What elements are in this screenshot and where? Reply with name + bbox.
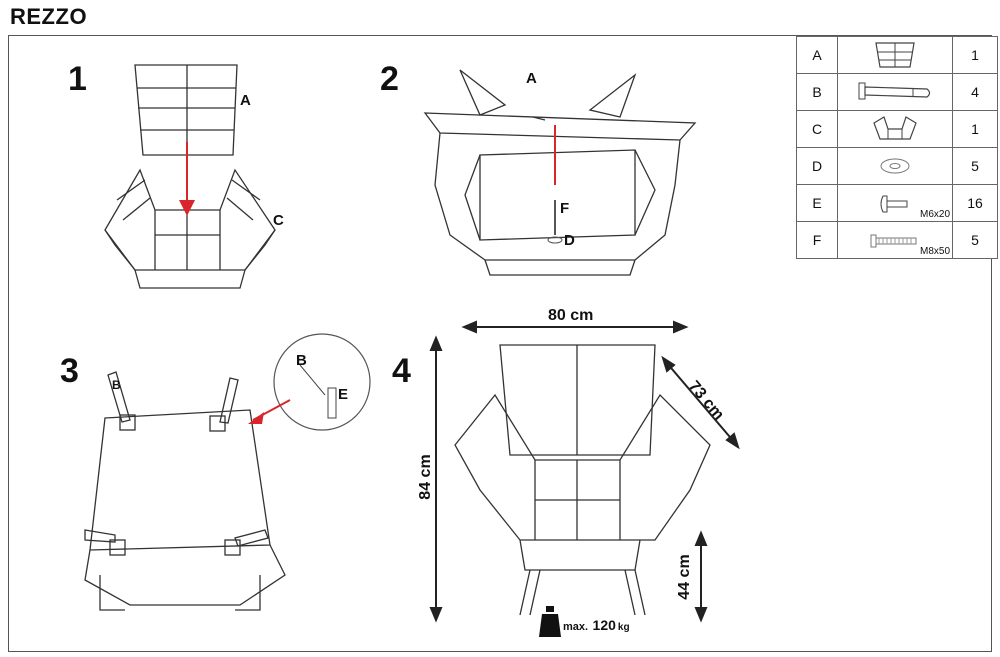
seat-icon xyxy=(837,110,953,148)
part-row-d: D 5 xyxy=(796,147,998,185)
width-dimension: 80 cm xyxy=(548,307,594,324)
part-letter: E xyxy=(796,184,838,222)
part-row-b: B 4 xyxy=(796,73,998,111)
part-qty: 16 xyxy=(952,184,998,222)
leg-label-b: B xyxy=(112,378,121,392)
part-spec: M8x50 xyxy=(919,246,950,257)
seat-height-dimension: 44 cm xyxy=(676,554,693,600)
part-letter: F xyxy=(796,221,838,259)
step-3-label-e: E xyxy=(338,386,349,403)
step-4-number: 4 xyxy=(392,352,411,390)
part-qty: 1 xyxy=(952,110,998,148)
part-qty: 1 xyxy=(952,36,998,74)
part-letter: D xyxy=(796,147,838,185)
step-2-number: 2 xyxy=(380,60,399,98)
step-1-number: 1 xyxy=(68,60,87,98)
part-spec: M6x20 xyxy=(919,209,950,220)
product-title: REZZO xyxy=(10,4,88,29)
part-row-c: C 1 xyxy=(796,110,998,148)
max-load-value: 120 xyxy=(592,617,616,633)
step-1-drawing xyxy=(104,64,276,289)
step-1-label-a: A xyxy=(240,92,251,109)
weight-icon xyxy=(539,606,561,637)
part-letter: B xyxy=(796,73,838,111)
max-load-prefix: max. xyxy=(563,621,589,633)
step-4-drawing xyxy=(454,344,711,616)
leg-icon xyxy=(837,73,953,111)
step-3-drawing xyxy=(84,333,371,611)
step-2-label-f: F xyxy=(560,200,570,217)
part-qty: 4 xyxy=(952,73,998,111)
part-qty: 5 xyxy=(952,147,998,185)
washer-icon xyxy=(837,147,953,185)
parts-table: A 1 B 4 C 1 D 5 E M6x20 16 F xyxy=(796,36,998,259)
part-letter: C xyxy=(796,110,838,148)
step-2-drawing xyxy=(423,69,697,276)
part-row-f: F M8x50 5 xyxy=(796,221,998,259)
part-row-a: A 1 xyxy=(796,36,998,74)
step-1-label-c: C xyxy=(273,212,284,229)
step-3-number: 3 xyxy=(60,352,79,390)
step-2-label-a: A xyxy=(526,70,537,87)
step-2-label-d: D xyxy=(564,232,575,249)
long-bolt-icon: M8x50 xyxy=(837,221,953,259)
part-letter: A xyxy=(796,36,838,74)
part-qty: 5 xyxy=(952,221,998,259)
height-dimension: 84 cm xyxy=(417,454,434,500)
step-3-label-b: B xyxy=(296,352,307,369)
backrest-icon xyxy=(837,36,953,74)
instruction-frame xyxy=(8,35,992,652)
max-load-unit: kg xyxy=(617,622,630,633)
